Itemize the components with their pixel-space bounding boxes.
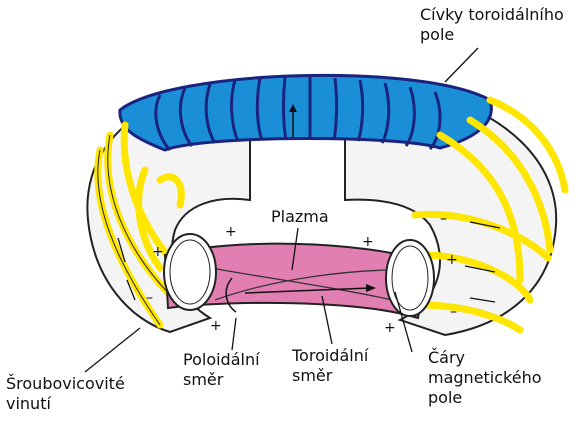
- poloidal-ring-right: [386, 240, 434, 316]
- label-helical-winding-line1: Šroubovicovité: [6, 374, 125, 394]
- label-field-lines-line2: magnetického: [428, 368, 542, 388]
- label-toroidal-coils: Cívky toroidálního pole: [420, 5, 564, 45]
- plus-sign-5: +: [446, 252, 458, 268]
- label-field-lines-line1: Čáry: [428, 348, 542, 368]
- minus-sign-3: –: [450, 304, 457, 320]
- plus-sign-1: +: [225, 224, 237, 240]
- minus-sign-1: –: [146, 290, 153, 306]
- label-poloidal-direction: Poloidální směr: [183, 350, 260, 390]
- minus-sign-2: –: [440, 211, 447, 227]
- label-plasma: Plazma: [271, 207, 329, 227]
- poloidal-ring-left: [164, 234, 216, 310]
- toroidal-coils: [120, 75, 492, 150]
- plus-sign-6: +: [384, 320, 396, 336]
- label-toroidal-direction-line1: Toroidální: [292, 346, 368, 366]
- plus-sign-3: +: [210, 318, 222, 334]
- plus-sign-2: +: [152, 244, 164, 260]
- label-field-lines-line3: pole: [428, 388, 542, 408]
- label-helical-winding: Šroubovicovité vinutí: [6, 374, 125, 414]
- label-helical-winding-line2: vinutí: [6, 394, 125, 414]
- leader-coils: [445, 48, 478, 82]
- label-toroidal-coils-line1: Cívky toroidálního: [420, 5, 564, 25]
- label-toroidal-direction-line2: směr: [292, 366, 368, 386]
- label-field-lines: Čáry magnetického pole: [428, 348, 542, 408]
- plus-sign-4: +: [362, 234, 374, 250]
- label-toroidal-direction: Toroidální směr: [292, 346, 368, 386]
- leader-poloidal: [232, 318, 236, 350]
- leader-helical: [85, 328, 140, 372]
- label-toroidal-coils-line2: pole: [420, 25, 564, 45]
- label-poloidal-direction-line1: Poloidální: [183, 350, 260, 370]
- label-poloidal-direction-line2: směr: [183, 370, 260, 390]
